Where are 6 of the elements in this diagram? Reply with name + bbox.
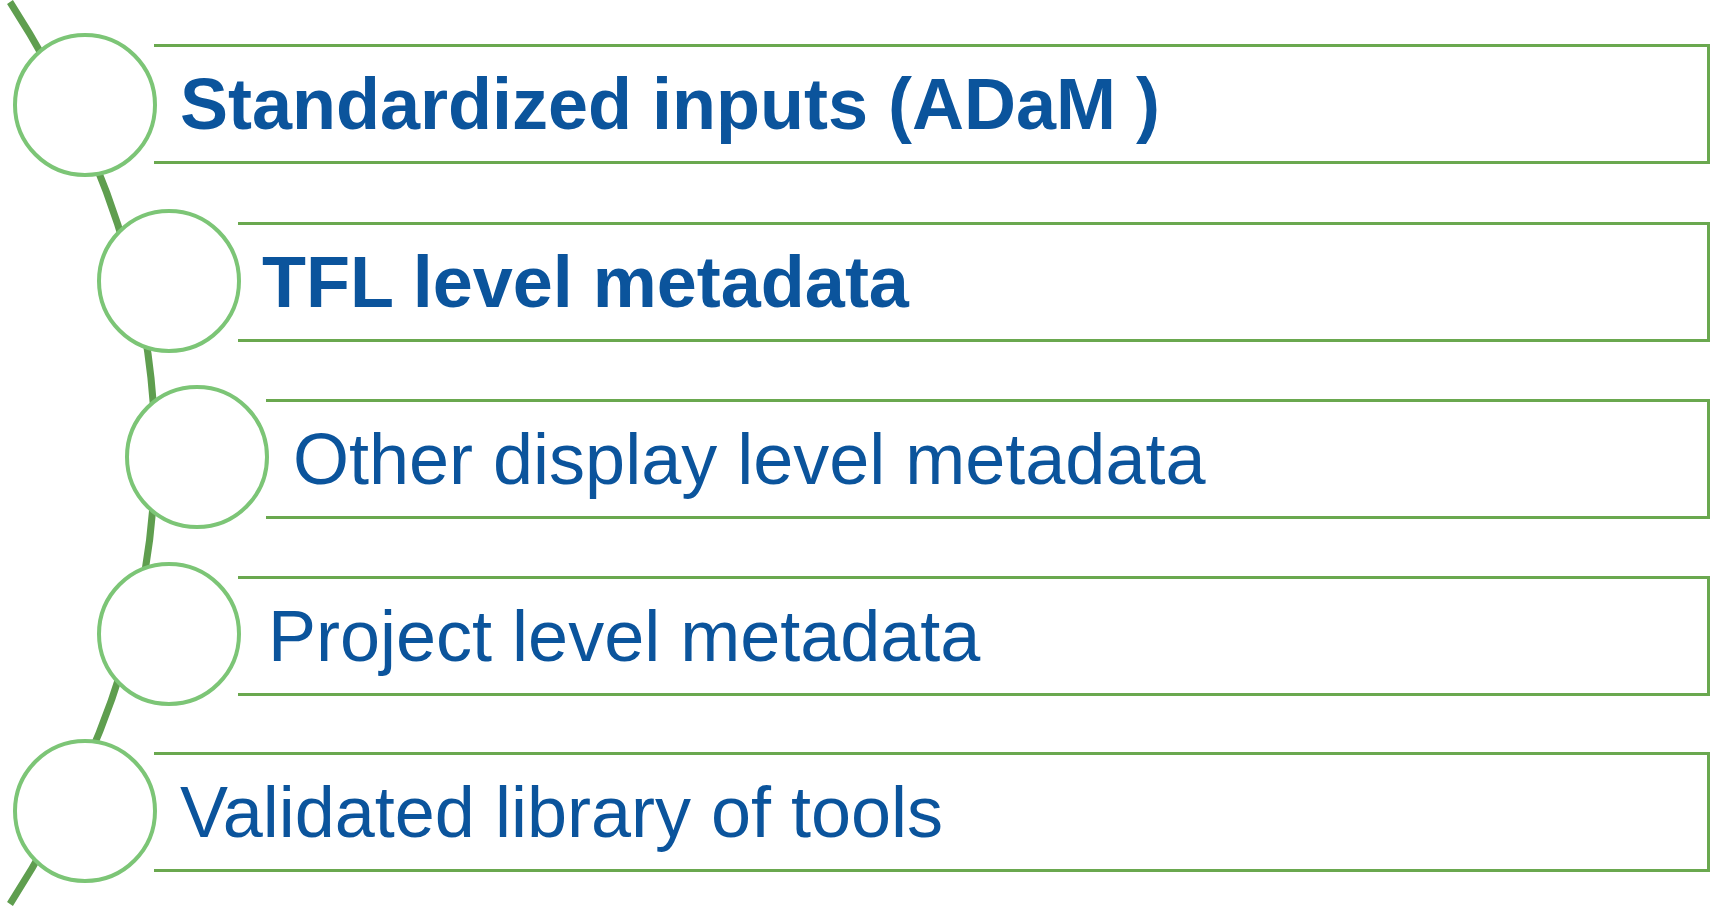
list-bar — [154, 44, 1710, 164]
list-bar — [238, 576, 1710, 696]
list-bar — [154, 752, 1710, 872]
bar-label: TFL level metadata — [262, 246, 909, 318]
list-bar — [266, 399, 1710, 519]
list-bar — [238, 222, 1710, 342]
